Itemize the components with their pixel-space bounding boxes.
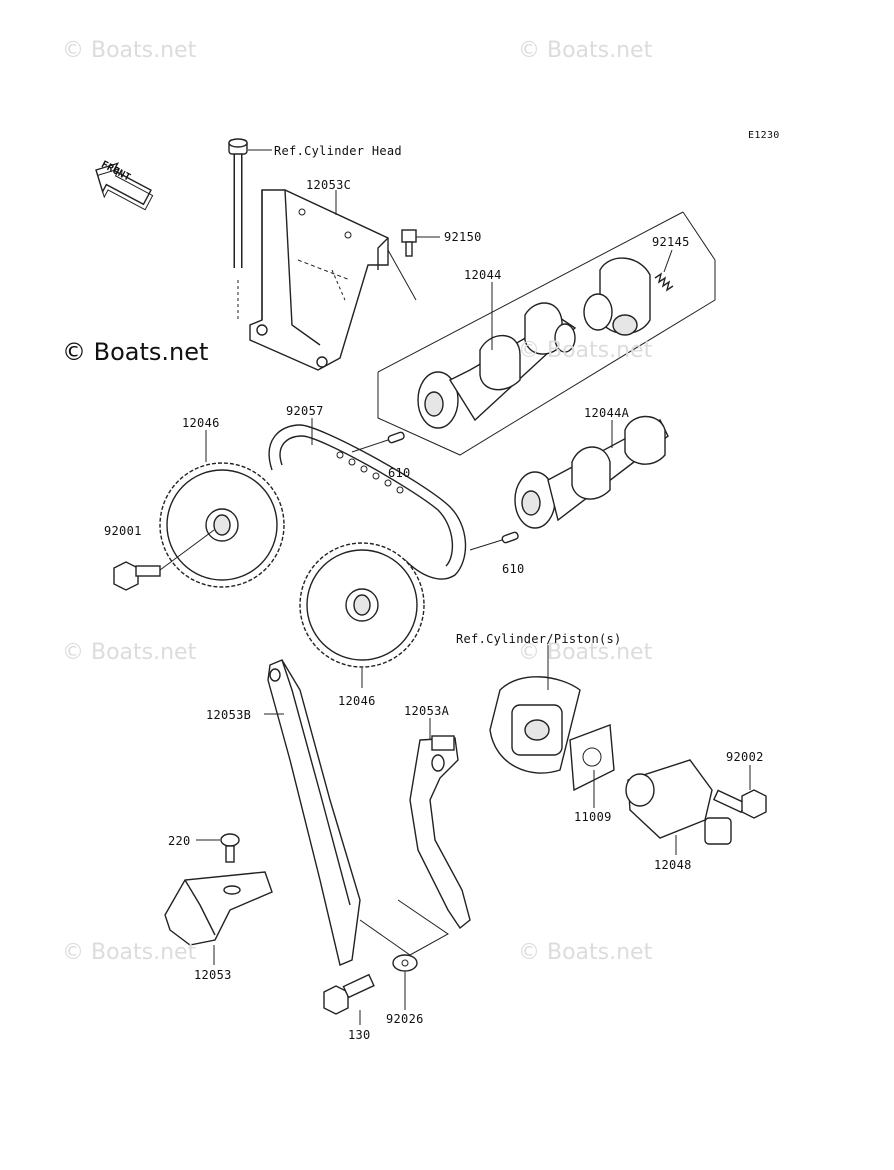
tensioner-12048 [625,759,732,845]
sprocket-12046-top [159,462,285,588]
part-label-12053b[interactable]: 12053B [206,708,252,722]
bolt-92150 [387,229,417,301]
part-label-12046-bottom[interactable]: 12046 [338,694,376,708]
bolt-92001 [113,529,215,591]
part-label-12044[interactable]: 12044 [464,268,502,282]
chain-guide-12053 [164,871,273,946]
bracket-12053c [228,138,389,371]
dowel-pin-610-top [351,431,405,453]
part-label-11009[interactable]: 11009 [574,810,612,824]
watermark: © Boats.net [62,640,197,665]
part-label-610-top[interactable]: 610 [388,466,411,480]
watermark: © Boats.net [62,940,197,965]
camshaft-box-outline [377,211,716,456]
watermark: © Boats.net [62,38,197,63]
cam-chain-92057 [268,424,467,580]
chain-guide-12053b [267,659,361,966]
watermark: © Boats.net [518,38,653,63]
watermark: © Boats.net [518,640,653,665]
gasket-11009 [569,724,615,792]
part-label-92026[interactable]: 92026 [386,1012,424,1026]
part-label-12046-top[interactable]: 12046 [182,416,220,430]
ref-cylinder-head: Ref.Cylinder Head [274,144,402,158]
part-label-12044a[interactable]: 12044A [584,406,630,420]
part-label-92150[interactable]: 92150 [444,230,482,244]
part-label-130[interactable]: 130 [348,1028,371,1042]
chain-guide-12053a [409,735,471,930]
ref-cylinder-piston: Ref.Cylinder/Piston(s) [456,632,622,646]
part-label-92002[interactable]: 92002 [726,750,764,764]
bolt-92002 [712,789,767,819]
watermark: © Boats.net [518,940,653,965]
watermark-prominent: © Boats.net [62,338,209,366]
part-label-92001[interactable]: 92001 [104,524,142,538]
part-label-92145[interactable]: 92145 [652,235,690,249]
cylinder-ref-part [489,676,581,774]
part-label-610-bottom[interactable]: 610 [502,562,525,576]
part-label-12053[interactable]: 12053 [194,968,232,982]
sprocket-12046-bottom [299,542,425,668]
part-label-12053a[interactable]: 12053A [404,704,450,718]
part-label-92057[interactable]: 92057 [286,404,324,418]
screw-220 [220,833,240,863]
part-label-12048[interactable]: 12048 [654,858,692,872]
bolt-130 [323,973,375,1015]
diagram-code: E1230 [748,130,780,141]
leader-lines [196,149,751,1025]
part-label-12053c[interactable]: 12053C [306,178,352,192]
part-label-220[interactable]: 220 [168,834,191,848]
dowel-pin-610-bottom [469,531,519,551]
washer-92026 [359,899,449,972]
watermark: © Boats.net [518,338,653,363]
front-arrow-icon [95,162,154,211]
decompressor-92145 [583,257,674,336]
camshaft-12044 [417,302,577,429]
camshaft-12044a [514,415,669,529]
